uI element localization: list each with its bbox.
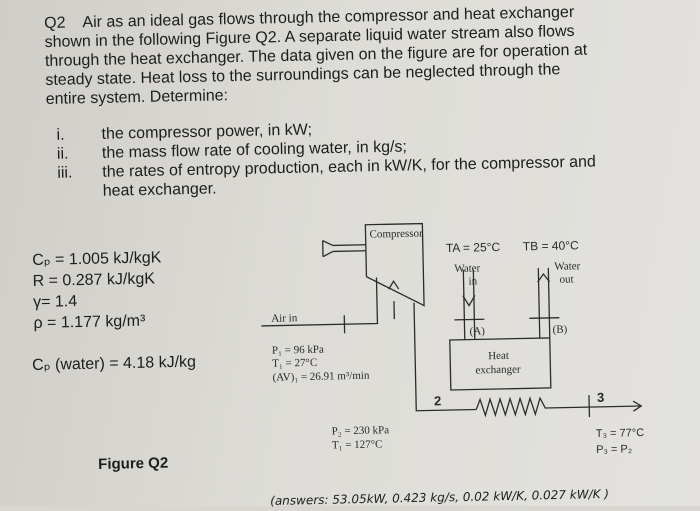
- flow1-label: (AV)₁ = 26.91 m³/min: [272, 370, 370, 384]
- water-inlet-pipe: [463, 270, 464, 340]
- water-out-label: Water: [554, 260, 581, 273]
- compressor-outlet-duct: [414, 301, 476, 410]
- point-a-label: (A): [469, 325, 485, 337]
- t1-label: T₁ = 27°C: [272, 357, 317, 370]
- water-in-label-2: in: [468, 275, 477, 287]
- state-2-label: 2: [434, 393, 442, 408]
- point-b-label: (B): [552, 324, 567, 336]
- state-3-label: 3: [597, 390, 605, 405]
- water-in-label: Water: [454, 262, 481, 275]
- heat-exchanger-label-2: exchanger: [475, 364, 521, 377]
- heat-exchanger-label: Heat: [488, 350, 509, 362]
- compressor-label: Compressor: [369, 228, 423, 241]
- p1-label: P₁ = 96 kPa: [272, 344, 324, 357]
- p2-label: P₂ = 230 kPa: [332, 424, 390, 437]
- t2-label: T₁ = 127°C: [332, 438, 383, 451]
- t3-label: T₃ = 77°C: [596, 427, 645, 440]
- tb-label: TB = 40°C: [523, 238, 579, 253]
- ta-label: TA = 25°C: [446, 240, 501, 255]
- compressor-shaft: [333, 245, 366, 246]
- water-out-label-2: out: [559, 273, 573, 285]
- heat-exchanger-coil: [476, 396, 641, 415]
- air-in-label: Air in: [271, 312, 298, 325]
- p3-label: P₃ = P₂: [596, 443, 632, 456]
